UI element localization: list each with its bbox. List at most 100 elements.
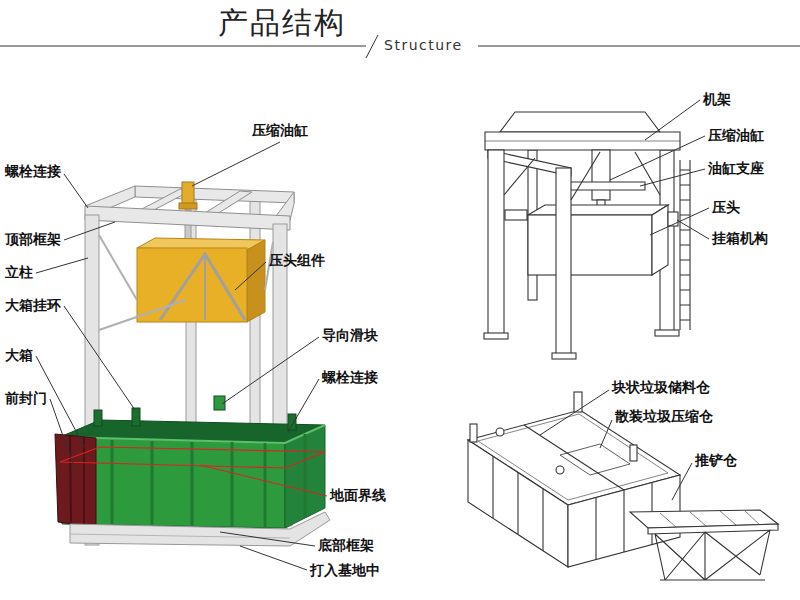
compactor-line-art	[560, 444, 630, 475]
compactor-line-art	[468, 392, 778, 580]
frame-line-art	[505, 210, 527, 220]
top-frame	[205, 191, 252, 214]
leader-line	[540, 390, 609, 435]
front-door	[70, 436, 71, 524]
top-frame	[85, 206, 290, 230]
frame-line-art	[571, 152, 600, 200]
press-head	[204, 254, 206, 320]
big-box	[231, 442, 234, 527]
front-door	[55, 434, 96, 527]
compactor-line-art	[655, 530, 770, 580]
front-door	[55, 434, 96, 527]
part-label: 螺栓连接	[322, 369, 378, 386]
part-label: 顶部框架	[5, 231, 61, 248]
part-label: 大箱挂环	[5, 297, 61, 314]
frame-line-art	[592, 150, 610, 200]
compactor-line-art	[496, 428, 504, 436]
compactor-line-art	[493, 456, 652, 560]
brace	[99, 235, 273, 330]
front-door	[83, 437, 85, 526]
frame-line-art	[655, 330, 679, 336]
big-box	[191, 442, 194, 526]
part-label: 散装垃圾压缩仓	[615, 408, 713, 425]
leader-line	[64, 174, 88, 208]
ground-leader-line	[200, 465, 327, 496]
frame-line-art	[485, 132, 680, 150]
frame-line-art	[484, 112, 690, 359]
tower-illustration	[55, 182, 330, 546]
leader-line	[36, 100, 709, 570]
header-rule	[366, 35, 378, 58]
leader-line	[610, 136, 705, 180]
compactor-line-art	[468, 440, 568, 567]
frame-line-art	[504, 152, 660, 200]
brace	[99, 300, 186, 330]
box-hang-ring	[94, 410, 102, 426]
part-label: 压头	[712, 199, 740, 216]
header-rule	[478, 46, 800, 47]
big-box	[264, 443, 267, 527]
box-hang-ring	[288, 414, 296, 430]
part-label: 机架	[703, 91, 731, 108]
top-frame	[85, 206, 290, 230]
leader-line	[50, 399, 75, 470]
part-label: 地面界线	[330, 487, 386, 504]
part-label: 打入基地中	[310, 562, 380, 579]
leader-line	[220, 532, 315, 546]
box-hang-ring	[132, 408, 140, 426]
compactor-line-art	[595, 498, 596, 560]
leader-line	[288, 379, 319, 432]
big-box	[151, 441, 154, 526]
bottom-frame	[70, 512, 330, 546]
part-label: 前封门	[5, 390, 47, 407]
part-label: 压缩油缸	[252, 122, 308, 139]
brace	[99, 235, 137, 300]
compactor-line-art	[556, 466, 564, 474]
box-hang-ring	[94, 408, 296, 430]
leader-line	[192, 142, 280, 186]
part-label: 立柱	[5, 264, 33, 281]
frame-line-art	[668, 212, 678, 226]
big-box	[304, 434, 307, 518]
compression-cylinder	[179, 203, 197, 209]
part-label: 油缸支座	[708, 160, 764, 177]
press-head	[160, 254, 245, 320]
leader-line	[64, 306, 135, 410]
leader-line	[235, 262, 266, 290]
compactor-line-art	[648, 524, 778, 534]
frame-line-art	[485, 141, 680, 142]
frame-line-art	[552, 353, 576, 359]
big-box	[60, 420, 325, 528]
part-label: 大箱	[5, 347, 33, 364]
compactor-line-art	[470, 424, 477, 442]
ladder	[680, 160, 690, 330]
leader-line	[645, 100, 700, 140]
ground-line	[60, 447, 325, 468]
part-label: 挂箱机构	[712, 230, 768, 247]
ground-line	[60, 447, 325, 468]
bottom-frame	[70, 512, 330, 546]
big-box	[111, 440, 114, 525]
compactor-line-art	[574, 392, 582, 412]
leader-line	[600, 420, 612, 448]
press-head	[247, 240, 265, 322]
part-label: 压缩油缸	[708, 127, 764, 144]
compactor-line-art	[517, 472, 518, 534]
compactor-line-art	[524, 425, 624, 490]
frame-line-art	[504, 158, 535, 195]
big-box	[60, 425, 325, 443]
part-label: 底部框架	[318, 537, 374, 554]
frame-line-art	[500, 112, 660, 132]
compactor-line-art	[660, 511, 760, 527]
frame-line-art	[652, 205, 668, 275]
frame-line-art	[528, 215, 652, 275]
frame-line-art	[488, 150, 504, 335]
frame-line-art	[556, 168, 571, 355]
leader-line	[222, 337, 319, 404]
ground-leader-line	[200, 465, 327, 496]
compactor-line-art	[542, 489, 543, 551]
frame-line-art	[565, 182, 645, 190]
part-label: 块状垃圾储料仓	[612, 379, 710, 396]
header-rule	[0, 35, 800, 58]
